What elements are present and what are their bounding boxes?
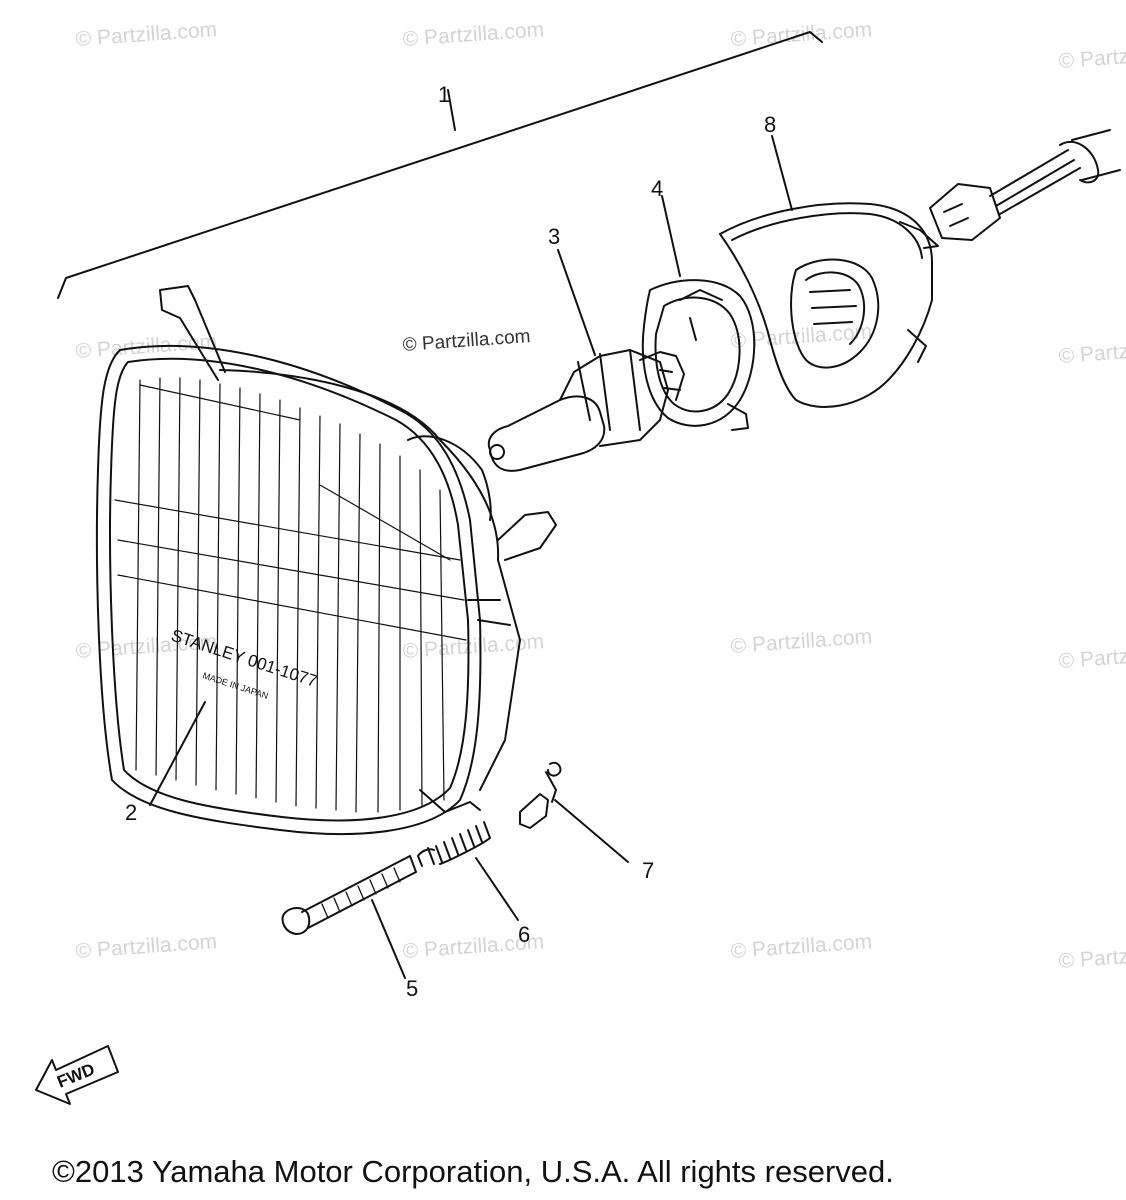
bulb bbox=[487, 349, 685, 472]
callout-1: 1 bbox=[438, 82, 451, 107]
callout-7: 7 bbox=[642, 858, 655, 883]
socket-cover bbox=[719, 202, 939, 408]
callout-4: 4 bbox=[651, 176, 664, 201]
leader-line-7 bbox=[554, 799, 629, 863]
wire-connector bbox=[929, 129, 1121, 241]
adjusting-screw bbox=[281, 855, 417, 935]
callout-2: 2 bbox=[125, 800, 138, 825]
lens-origin-text: MADE IN JAPAN bbox=[201, 670, 269, 701]
fwd-arrow bbox=[35, 1045, 119, 1105]
leader-line-4 bbox=[661, 195, 681, 277]
leader-line-8 bbox=[771, 135, 793, 211]
spring bbox=[417, 821, 491, 867]
assembly-bracket-line bbox=[57, 31, 823, 299]
headlight-lens bbox=[95, 285, 557, 836]
callout-3: 3 bbox=[548, 224, 561, 249]
fwd-label: FWD bbox=[54, 1060, 97, 1092]
leader-line-3 bbox=[557, 249, 596, 356]
leader-line-5 bbox=[371, 899, 406, 979]
headlight-housing bbox=[219, 369, 521, 791]
callout-6: 6 bbox=[518, 922, 531, 947]
leader-line-6 bbox=[475, 857, 519, 921]
copyright-text: ©2013 Yamaha Motor Corporation, U.S.A. A… bbox=[52, 1154, 894, 1189]
nut bbox=[519, 761, 562, 829]
leader-line-1 bbox=[447, 89, 456, 131]
callout-5: 5 bbox=[406, 976, 419, 1001]
callout-8: 8 bbox=[764, 112, 777, 137]
leader-line-2 bbox=[149, 701, 206, 806]
bulb-holder bbox=[641, 279, 756, 431]
